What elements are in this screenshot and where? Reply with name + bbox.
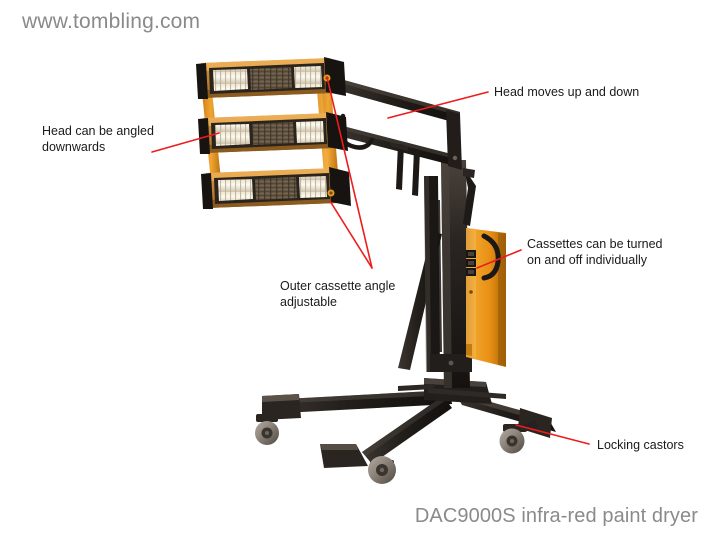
callout-head-moves: Head moves up and down xyxy=(494,85,640,99)
leader-line-head-angled-0 xyxy=(151,132,220,153)
site-watermark: www.tombling.com xyxy=(22,10,201,33)
castor-rear xyxy=(499,420,538,454)
callout-locking-castors: Locking castors xyxy=(597,438,684,452)
heater-cassette-top xyxy=(196,57,346,99)
castor-front-left xyxy=(255,414,279,445)
callout-head-angled: Head can be angled downwards xyxy=(42,124,154,154)
callout-cassettes-individual: Cassettes can be turned on and off indiv… xyxy=(527,237,663,267)
leader-line-locking-castors-0 xyxy=(515,424,590,445)
cassette-switch-1[interactable] xyxy=(466,250,476,258)
castor-front-right xyxy=(368,456,396,484)
tripod-base xyxy=(262,378,556,468)
mast-column xyxy=(398,160,476,388)
leader-line-outer-cassette-0 xyxy=(326,76,373,269)
cassette-switch-3[interactable] xyxy=(466,268,476,276)
cassette-switch-2[interactable] xyxy=(466,259,476,267)
leader-line-cassettes-individual-0 xyxy=(476,249,522,269)
leader-line-outer-cassette-1 xyxy=(329,200,373,269)
heater-cassette-middle xyxy=(198,112,348,154)
control-box xyxy=(466,228,506,367)
callout-outer-cassette: Outer cassette angle adjustable xyxy=(280,279,396,309)
product-caption: DAC9000S infra-red paint dryer xyxy=(414,505,698,527)
heater-cassette-bottom xyxy=(201,167,351,209)
upper-boom-arm xyxy=(333,77,462,196)
leader-line-head-moves-0 xyxy=(387,91,489,119)
